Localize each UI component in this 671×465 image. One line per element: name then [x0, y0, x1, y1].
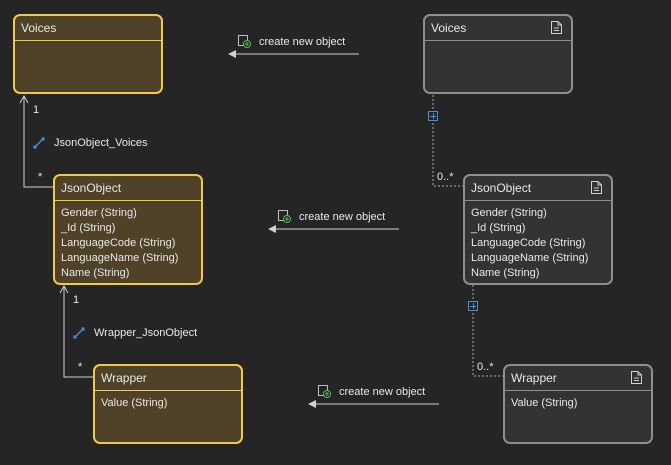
- entity-header: Voices: [425, 16, 571, 41]
- association-line-wrapper-jsonobject[interactable]: [63, 287, 94, 378]
- create-arrowhead-voices: [228, 50, 236, 58]
- entity-title: Voices: [431, 21, 467, 35]
- entity-title: Voices: [21, 21, 57, 35]
- association-wrapper-jsonobject[interactable]: Wrapper_JsonObject: [73, 327, 197, 339]
- create-arrowhead-wrapper: [308, 400, 316, 408]
- create-object-icon: [238, 35, 251, 48]
- create-object-label: create new object: [299, 210, 386, 223]
- entity-title: Wrapper: [101, 371, 147, 385]
- field-item[interactable]: LanguageCode (String): [471, 237, 586, 249]
- multiplicity-one: 1: [73, 294, 80, 306]
- expand-icon[interactable]: [468, 301, 478, 311]
- create-arrowhead-jsonobject: [268, 225, 276, 233]
- entity-wrapper-right[interactable]: Wrapper Value (String): [503, 364, 653, 444]
- field-item[interactable]: Name (String): [61, 267, 130, 279]
- entity-fields: Gender (String) _Id (String) LanguageCod…: [465, 201, 611, 281]
- entity-title: JsonObject: [471, 181, 532, 195]
- document-icon: [551, 21, 562, 34]
- association-arrowhead-voices: [19, 94, 29, 104]
- field-item[interactable]: LanguageName (String): [471, 252, 589, 264]
- association-line-jsonobject-voices[interactable]: [23, 97, 54, 188]
- field-item[interactable]: Value (String): [511, 397, 578, 409]
- create-new-object-voices[interactable]: create new object: [238, 35, 345, 48]
- entity-header: Wrapper: [505, 366, 651, 391]
- entity-title: Wrapper: [511, 371, 557, 385]
- entity-fields: Value (String): [505, 391, 651, 411]
- multiplicity-one: 1: [33, 104, 40, 116]
- document-icon: [591, 181, 602, 194]
- multiplicity-many: *: [78, 361, 83, 373]
- create-object-icon: [278, 210, 291, 223]
- entity-jsonobject-right[interactable]: JsonObject Gender (String) _Id (String) …: [463, 174, 613, 285]
- association-label: Wrapper_JsonObject: [94, 327, 198, 339]
- field-item[interactable]: _Id (String): [471, 222, 526, 234]
- field-item[interactable]: _Id (String): [61, 222, 116, 234]
- association-label: JsonObject_Voices: [54, 137, 148, 149]
- entity-header: Voices: [15, 16, 161, 41]
- association-icon: [33, 137, 45, 149]
- entity-voices-left[interactable]: Voices: [13, 14, 163, 94]
- create-object-icon: [318, 385, 331, 398]
- field-item[interactable]: LanguageCode (String): [61, 237, 176, 249]
- association-icon: [73, 327, 85, 339]
- entity-header: JsonObject: [465, 176, 611, 201]
- create-new-object-wrapper[interactable]: create new object: [318, 385, 425, 398]
- entity-header: JsonObject: [55, 176, 201, 201]
- create-object-label: create new object: [259, 35, 346, 48]
- multiplicity-label: 0..*: [477, 361, 494, 373]
- create-object-label: create new object: [339, 385, 426, 398]
- entity-title: JsonObject: [61, 181, 122, 195]
- association-arrowhead-jsonobject: [59, 284, 69, 294]
- entity-wrapper-left[interactable]: Wrapper Value (String): [93, 364, 243, 444]
- field-item[interactable]: Value (String): [101, 397, 168, 409]
- entity-header: Wrapper: [95, 366, 241, 391]
- association-jsonobject-voices[interactable]: JsonObject_Voices: [33, 137, 148, 149]
- create-new-object-jsonobject[interactable]: create new object: [278, 210, 385, 223]
- field-item[interactable]: LanguageName (String): [61, 252, 179, 264]
- multiplicity-label: 0..*: [437, 171, 454, 183]
- document-icon: [631, 371, 642, 384]
- entity-voices-right[interactable]: Voices: [423, 14, 573, 94]
- field-item[interactable]: Name (String): [471, 267, 540, 279]
- field-item[interactable]: Gender (String): [61, 207, 137, 219]
- entity-fields: Value (String): [95, 391, 241, 411]
- expand-icon[interactable]: [428, 111, 438, 121]
- field-item[interactable]: Gender (String): [471, 207, 547, 219]
- entity-fields: Gender (String) _Id (String) LanguageCod…: [55, 201, 201, 281]
- multiplicity-many: *: [38, 171, 43, 183]
- entity-jsonobject-left[interactable]: JsonObject Gender (String) _Id (String) …: [53, 174, 203, 285]
